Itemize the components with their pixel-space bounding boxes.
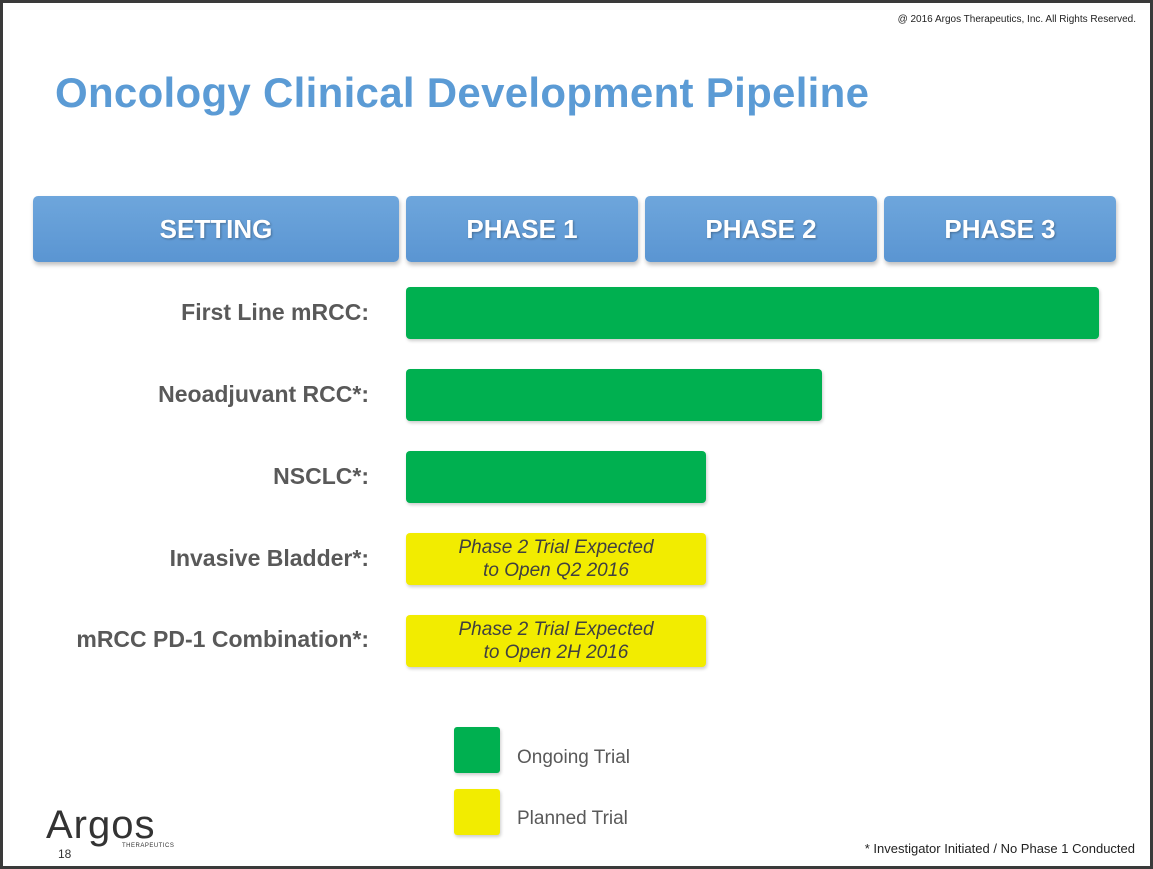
legend-swatch-ongoing: [454, 727, 500, 773]
bar-text-line-1: Phase 2 Trial Expected: [458, 619, 654, 640]
row-label-neoadjuvant-rcc: Neoadjuvant RCC*:: [158, 381, 369, 407]
bar-nsclc: [406, 451, 706, 503]
bar-text-line-2: to Open 2H 2016: [483, 642, 629, 663]
bar-first-line-mrcc: [406, 287, 1099, 339]
bar-text-line-2: to Open Q2 2016: [483, 560, 629, 581]
bar-mrcc-pd1-combination: Phase 2 Trial Expected to Open 2H 2016: [406, 615, 706, 667]
bar-invasive-bladder: Phase 2 Trial Expected to Open Q2 2016: [406, 533, 706, 585]
argos-logo: Argos THERAPEUTICS: [46, 803, 175, 853]
bar-neoadjuvant-rcc: [406, 369, 822, 421]
header-phase-3: PHASE 3: [884, 196, 1116, 262]
header-setting: SETTING: [33, 196, 399, 262]
bar-text-line-1: Phase 2 Trial Expected: [458, 537, 654, 558]
legend-swatch-planned: [454, 789, 500, 835]
copyright-text: @ 2016 Argos Therapeutics, Inc. All Righ…: [897, 14, 1136, 25]
logo-wordmark: Argos: [46, 803, 156, 847]
row-label-invasive-bladder: Invasive Bladder*:: [169, 545, 369, 571]
row-label-nsclc: NSCLC*:: [273, 463, 369, 489]
legend-label-planned: Planned Trial: [517, 808, 628, 829]
page-number: 18: [58, 847, 72, 861]
page-title: Oncology Clinical Development Pipeline: [55, 69, 870, 116]
row-label-first-line-mrcc: First Line mRCC:: [181, 299, 369, 325]
header-phase-2: PHASE 2: [645, 196, 877, 262]
legend-label-ongoing: Ongoing Trial: [517, 747, 631, 768]
logo-subtitle: THERAPEUTICS: [122, 843, 175, 849]
header-phase-1: PHASE 1: [406, 196, 638, 262]
row-label-mrcc-pd1-combination: mRCC PD-1 Combination*:: [76, 626, 369, 652]
footnote: * Investigator Initiated / No Phase 1 Co…: [864, 841, 1135, 856]
